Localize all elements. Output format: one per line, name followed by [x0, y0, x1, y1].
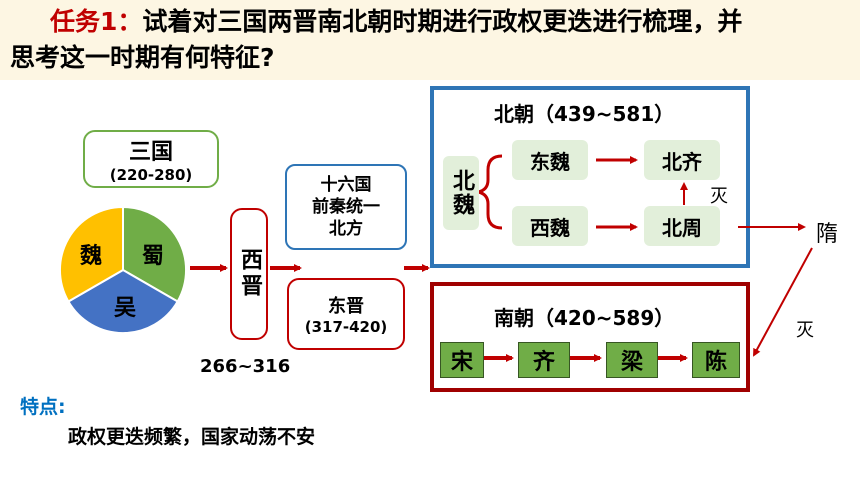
eastern-jin-box: 东晋 (317-420) — [287, 278, 405, 350]
pie-slice-shu — [122, 205, 188, 303]
chen-box: 陈 — [692, 342, 740, 378]
northern-destroyed-label: 灭 — [710, 186, 728, 207]
western-jin-name: 西晋 — [237, 248, 262, 300]
brace — [477, 154, 503, 230]
features-text: 政权更迭频繁，国家动荡不安 — [68, 426, 316, 448]
sui-destroyed-label: 灭 — [796, 320, 814, 341]
title-band — [0, 0, 860, 80]
arrow-sui-destroys-chen — [753, 247, 813, 357]
title-line-1: 任务1：试着对三国两晋南北朝时期进行政权更迭进行梳理，并 — [10, 4, 855, 40]
western-wei-name: 西魏 — [530, 215, 570, 240]
chen-name: 陈 — [704, 350, 727, 375]
title-line-2: 思考这一时期有何特征? — [10, 43, 275, 72]
three-kingdoms-years: (220-280) — [109, 166, 193, 184]
task-label: 任务1： — [50, 7, 143, 36]
eastern-wei-box: 东魏 — [512, 140, 588, 180]
three-kingdoms-box: 三国 (220-280) — [83, 130, 219, 188]
eastern-jin-years: (317-420) — [304, 318, 388, 336]
song-name: 宋 — [450, 350, 473, 375]
liang-box: 梁 — [606, 342, 658, 378]
liang-name: 梁 — [620, 350, 643, 375]
western-jin-years: 266~316 — [200, 356, 291, 377]
northern-zhou-name: 北周 — [662, 215, 702, 240]
sixteen-states-box: 十六国 前秦统一 北方 — [285, 164, 407, 250]
sixteen-states-line-1: 十六国 — [320, 175, 372, 195]
qi-box: 齐 — [518, 342, 570, 378]
sixteen-states-line-3: 北方 — [329, 219, 363, 239]
northern-wei-name: 北魏 — [449, 169, 474, 217]
northern-zhou-box: 北周 — [644, 206, 720, 246]
pie-label-wu: 吴 — [114, 296, 137, 321]
northern-qi-name: 北齐 — [662, 149, 702, 174]
southern-title: 南朝（420~589） — [494, 306, 675, 330]
western-jin-box: 西晋 — [230, 208, 268, 340]
features-label: 特点: — [20, 396, 66, 418]
northern-title: 北朝（439~581） — [494, 102, 675, 126]
western-wei-box: 西魏 — [512, 206, 588, 246]
sui-name: 隋 — [816, 222, 839, 247]
northern-qi-box: 北齐 — [644, 140, 720, 180]
northern-wei-box: 北魏 — [443, 156, 479, 230]
northern-dynasties-frame — [430, 86, 750, 268]
page-title: 任务1：试着对三国两晋南北朝时期进行政权更迭进行梳理，并 思考这一时期有何特征? — [10, 4, 855, 76]
song-box: 宋 — [440, 342, 484, 378]
southern-dynasties-frame — [430, 282, 750, 392]
title-text-1: 试着对三国两晋南北朝时期进行政权更迭进行梳理，并 — [142, 7, 743, 36]
eastern-jin-name: 东晋 — [328, 296, 364, 317]
pie-label-shu: 蜀 — [142, 244, 165, 269]
three-kingdoms-name: 三国 — [128, 140, 173, 165]
qi-name: 齐 — [532, 350, 555, 375]
sixteen-states-line-2: 前秦统一 — [312, 197, 380, 217]
pie-slice-wei — [58, 205, 124, 303]
pie-label-wei: 魏 — [80, 244, 103, 269]
eastern-wei-name: 东魏 — [530, 149, 570, 174]
